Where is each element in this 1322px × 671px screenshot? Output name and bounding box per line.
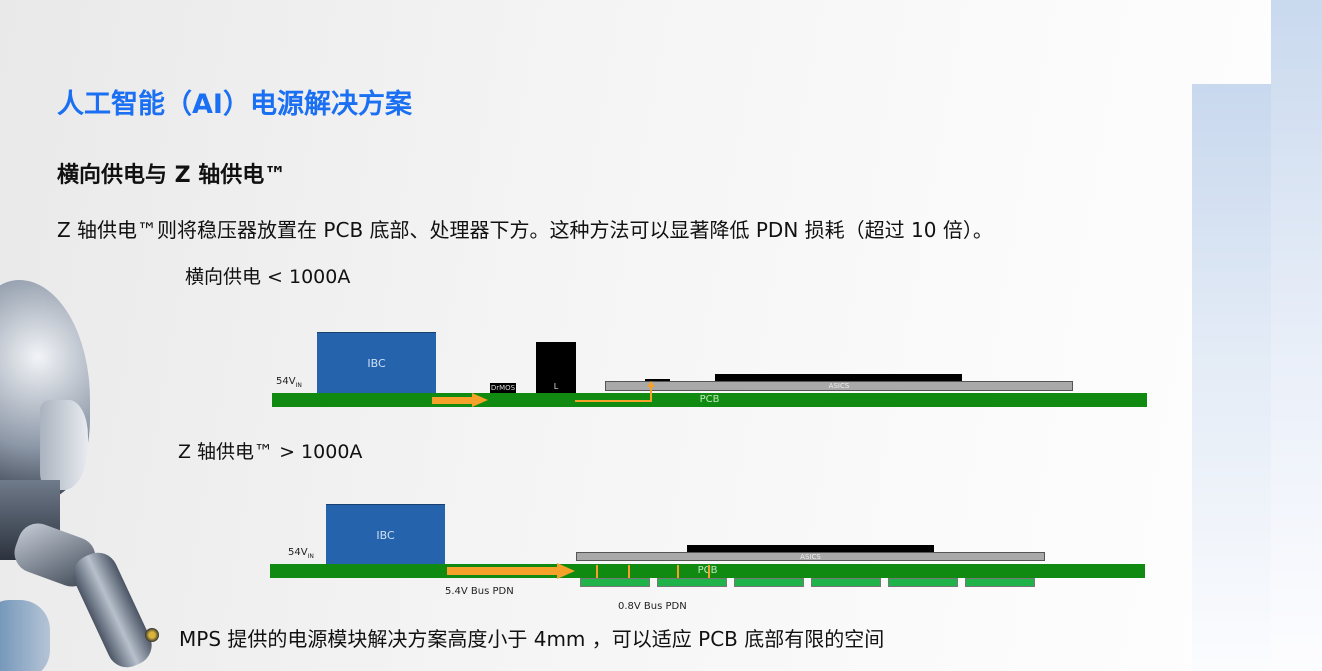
lateral-power-label: 横向供电 < 1000A <box>185 266 351 288</box>
decorative-bar <box>1192 84 1271 671</box>
ibc-block: IBC <box>326 504 445 564</box>
robot-illustration <box>0 280 170 671</box>
input-voltage-label: 54VIN <box>288 547 314 560</box>
pcb-board: PCB <box>272 393 1147 407</box>
inductor-block: L <box>536 342 576 393</box>
asics-substrate: ASICS <box>576 552 1045 561</box>
bullet-icon <box>145 628 159 642</box>
asics-substrate: ASICS <box>605 381 1073 391</box>
bullet-text: MPS 提供的电源模块解决方案高度小于 4mm ，可以适应 PCB 底部有限的空… <box>179 627 885 651</box>
decorative-bar <box>1271 0 1322 671</box>
arrow-up-icon <box>708 565 710 579</box>
bus-08-label: 0.8V Bus PDN <box>618 601 687 612</box>
input-subscript: IN <box>295 382 302 389</box>
input-voltage: 54V <box>276 376 296 387</box>
drmos-block: DrMOS <box>490 383 516 393</box>
power-flow-arrow <box>432 397 474 404</box>
description-text: Z 轴供电™则将稳压器放置在 PCB 底部、处理器下方。这种方法可以显著降低 P… <box>57 218 993 242</box>
arrow-up-icon <box>647 381 655 387</box>
power-module <box>888 578 958 587</box>
power-module <box>580 578 650 587</box>
input-subscript: IN <box>307 553 314 560</box>
power-module <box>965 578 1035 587</box>
power-flow-arrow <box>447 567 559 575</box>
asic-die <box>687 545 934 552</box>
section-subtitle: 横向供电与 Z 轴供电™ <box>57 163 287 188</box>
arrow-up-icon <box>596 565 598 579</box>
power-module <box>734 578 804 587</box>
power-path-line <box>650 386 652 402</box>
arrow-up-icon <box>677 565 679 579</box>
power-module <box>657 578 727 587</box>
input-voltage: 54V <box>288 547 308 558</box>
ibc-block: IBC <box>317 332 436 393</box>
power-path-line <box>575 400 652 402</box>
arrow-up-icon <box>628 565 630 579</box>
z-axis-power-label: Z 轴供电™ > 1000A <box>178 441 363 463</box>
power-module <box>811 578 881 587</box>
input-voltage-label: 54VIN <box>276 376 302 389</box>
bus-54-label: 5.4V Bus PDN <box>445 586 514 597</box>
page-title: 人工智能（AI）电源解决方案 <box>57 89 412 120</box>
asic-die <box>715 374 962 381</box>
arrow-head-icon <box>557 563 575 579</box>
small-component <box>645 379 670 381</box>
arrow-head-icon <box>472 393 488 407</box>
